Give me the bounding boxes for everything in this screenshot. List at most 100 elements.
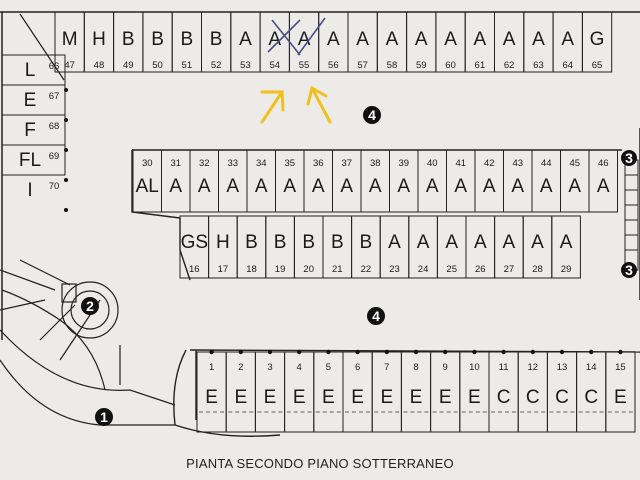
pillar-dot: [238, 349, 243, 355]
space-number: 22: [361, 264, 372, 275]
parking-space: A34: [246, 149, 276, 213]
space-letter: A: [454, 176, 467, 197]
space-number: 6: [355, 362, 360, 373]
parking-space: E 15: [605, 349, 636, 433]
space-letter: B: [331, 232, 344, 253]
parking-space: H17: [208, 215, 238, 279]
space-number: 30: [142, 158, 153, 169]
parking-space: B52: [201, 11, 232, 73]
space-number: 33: [227, 158, 238, 169]
parking-space: A 40: [417, 149, 447, 213]
marker-label: 4: [372, 308, 380, 324]
space-letter: A: [397, 176, 410, 197]
space-number: 23: [389, 264, 400, 275]
parking-space: A54: [259, 11, 290, 73]
space-letter: E: [468, 387, 481, 408]
marker-label: 3: [625, 150, 633, 166]
space-letter: A: [531, 232, 544, 253]
space-letter: E: [614, 387, 627, 408]
space-number: 41: [455, 158, 466, 169]
space-number: 26: [475, 264, 486, 275]
space-number: 64: [562, 60, 573, 71]
parking-space: A35: [275, 149, 305, 213]
space-letter: A: [474, 29, 487, 50]
space-letter: FL: [19, 150, 41, 171]
space-number: 45: [569, 158, 580, 169]
space-number: 25: [446, 264, 457, 275]
space-letter: A: [532, 29, 545, 50]
middle-lower-spaces: GS16H17B18B19B20B21B22A23A24A25A26A27A28…: [179, 215, 581, 279]
space-letter: AL: [136, 176, 159, 197]
space-number: 66: [49, 61, 60, 72]
space-letter: B: [302, 232, 315, 253]
space-number: 27: [504, 264, 515, 275]
parking-space: B22: [351, 215, 381, 279]
space-number: 40: [427, 158, 438, 169]
pillar-dot: [501, 349, 506, 355]
space-outline: [551, 215, 581, 279]
space-letter: A: [426, 176, 439, 197]
parking-space: A 64: [552, 11, 583, 73]
space-number: 16: [189, 264, 200, 275]
parking-space: A45: [560, 149, 590, 213]
space-number: 62: [504, 60, 515, 71]
parking-space: E2: [225, 349, 256, 433]
space-number: 43: [512, 158, 523, 169]
space-letter: C: [555, 387, 569, 408]
parking-space: A26: [465, 215, 496, 279]
space-letter: B: [245, 232, 258, 253]
parking-space: G65: [581, 11, 613, 73]
pillar-dot: [530, 349, 535, 355]
space-number: 70: [49, 181, 60, 192]
parking-space: A39: [389, 149, 419, 213]
space-number: 4: [297, 362, 302, 373]
marker-label: 3: [625, 262, 633, 278]
space-letter: E: [205, 387, 218, 408]
space-letter: B: [274, 232, 287, 253]
space-number: 50: [152, 60, 163, 71]
parking-space: A28: [522, 215, 553, 279]
space-letter: A: [561, 29, 574, 50]
space-number: 54: [269, 60, 280, 71]
parking-space: C11: [488, 349, 519, 433]
parking-space: A23: [379, 215, 410, 279]
space-number: 44: [541, 158, 552, 169]
space-number: 9: [443, 362, 448, 373]
space-letter: G: [590, 29, 605, 50]
space-number: 36: [313, 158, 324, 169]
pillar-dot: [267, 349, 273, 355]
space-number: 14: [586, 362, 597, 373]
parking-space: A27: [494, 215, 524, 279]
pillar-dot: [589, 349, 594, 355]
space-letter: H: [216, 232, 230, 253]
parking-space: C14: [576, 349, 607, 433]
space-number: 59: [416, 60, 427, 71]
space-letter: A: [327, 29, 340, 50]
space-letter: C: [526, 387, 540, 408]
space-number: 31: [170, 158, 181, 169]
pillar-dot: [64, 178, 68, 182]
pillar-dot: [326, 349, 331, 355]
parking-space: A24: [408, 215, 438, 279]
space-number: 49: [123, 60, 134, 71]
space-letter: A: [386, 29, 399, 50]
space-letter: F: [24, 120, 36, 141]
space-number: 61: [475, 60, 486, 71]
marker-label: 4: [368, 107, 376, 123]
pillar-dot: [618, 349, 623, 355]
space-letter: A: [445, 232, 458, 253]
highlight-arrows: [260, 85, 332, 124]
right-stair: [624, 159, 639, 271]
space-letter: A: [298, 29, 311, 50]
crossed-out-marks: [267, 17, 326, 56]
space-number: 15: [615, 362, 626, 373]
parking-space: B21: [322, 215, 353, 279]
pillar-dot: [472, 349, 477, 355]
parking-space: A33: [218, 149, 248, 213]
parking-space: A 25: [436, 215, 467, 279]
parking-space: C13: [546, 349, 578, 433]
parking-space: A36: [303, 149, 333, 213]
space-letter: M: [62, 29, 78, 50]
